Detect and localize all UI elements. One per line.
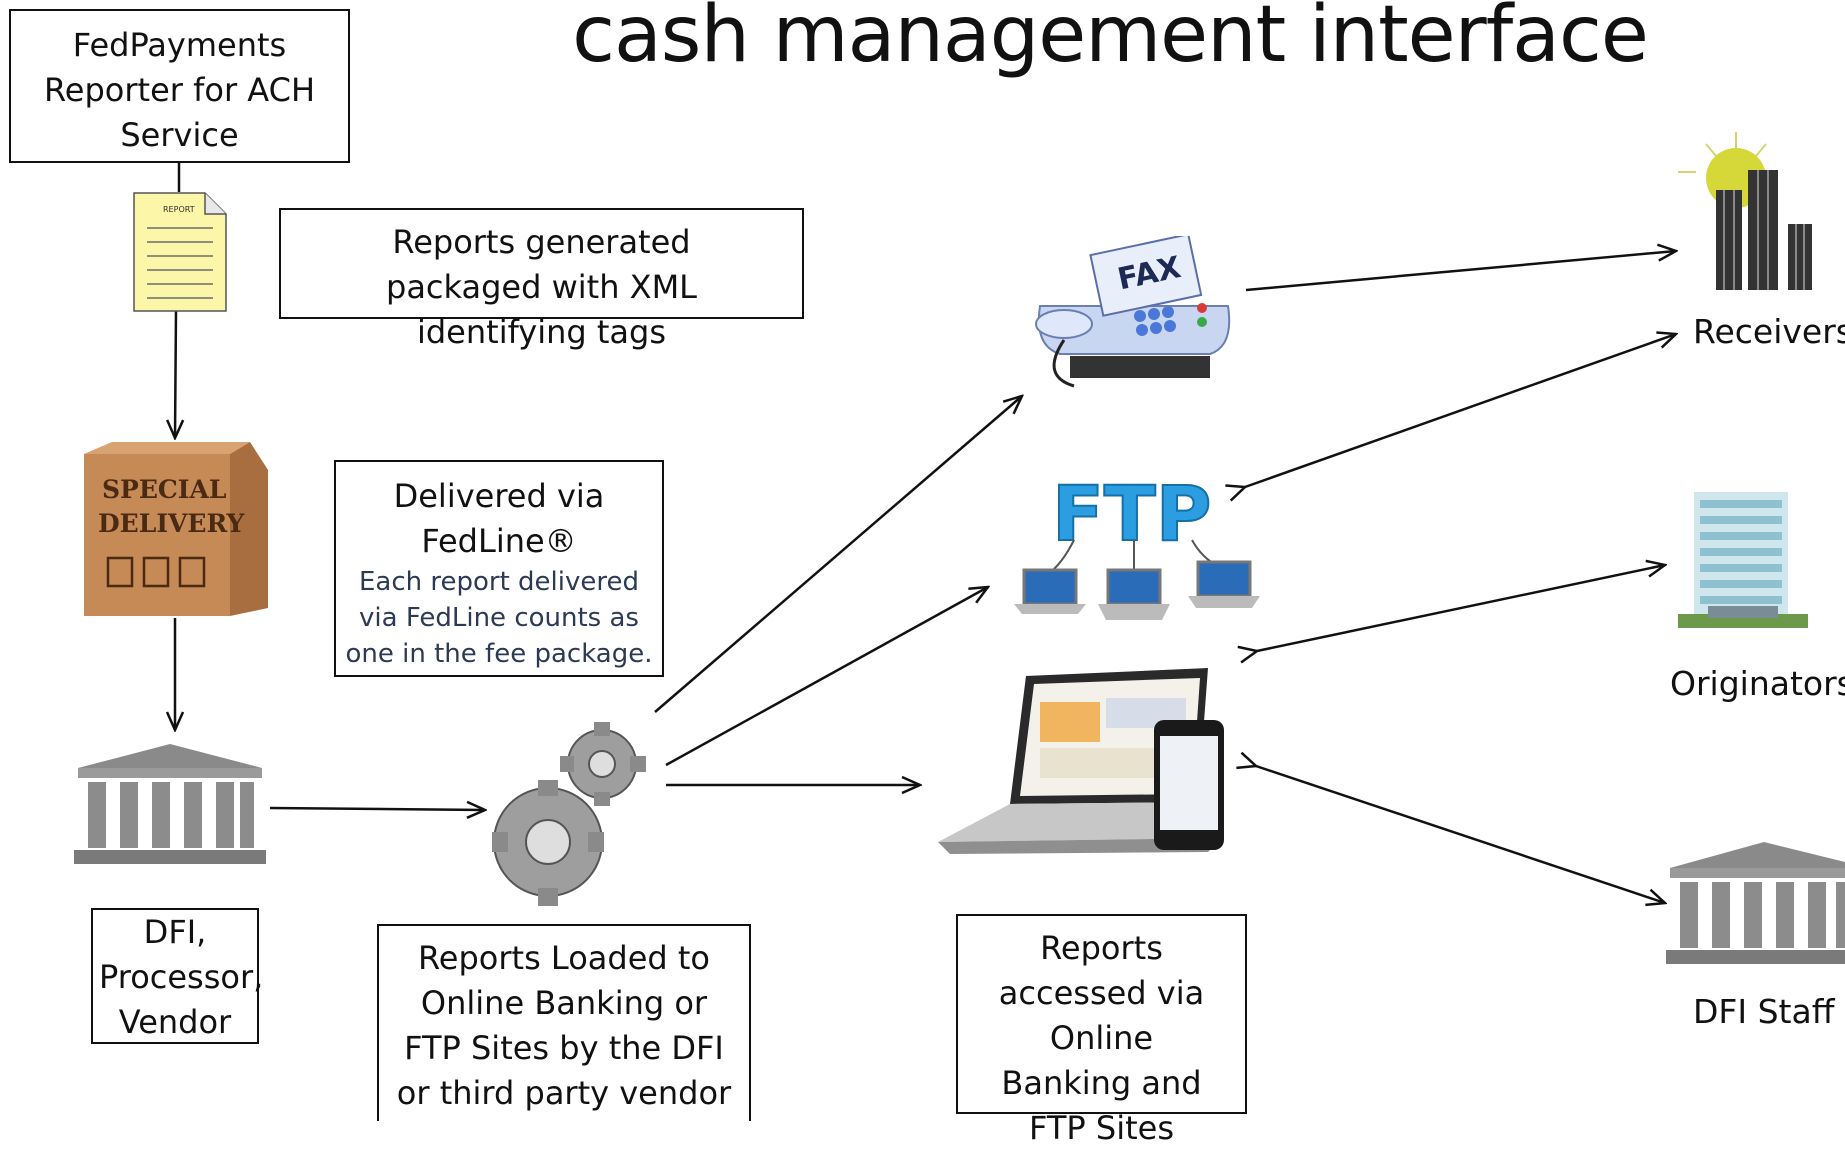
arrow-laptop-dfistaff: [1256, 766, 1665, 903]
originators-label: Originators: [1670, 664, 1845, 703]
laptop-phone-icon: [938, 668, 1224, 854]
ftp-laptops: [1014, 560, 1260, 620]
arrow-ftp-originators: [1257, 565, 1665, 651]
fedpayments-box: FedPayments Reporter for ACH Service: [9, 9, 350, 163]
connector-arrows: [0, 162, 1845, 1121]
receivers-label: Receivers: [1693, 312, 1845, 351]
arrow-fax-to-receivers: [1245, 251, 1676, 292]
box-text-delivery: DELIVERY: [98, 509, 245, 538]
dfi-staff-label: DFI Staff: [1693, 992, 1835, 1031]
gears-icon: [492, 722, 646, 906]
dfi-box: DFI, Processor, Vendor: [91, 908, 264, 1044]
loaded-text: Reports Loaded to Online Banking or FTP …: [396, 939, 732, 1112]
dfi-staff-bank-icon: [1666, 842, 1845, 964]
arrow-gears-to-ftp: [665, 587, 988, 767]
arrow-gears-to-fax: [654, 396, 1022, 713]
receivers-buildings-icon: [1678, 132, 1812, 290]
delivered-subtext: Each report delivered via FedLine counts…: [345, 567, 653, 669]
reports-generated-box: Reports generated packaged with XML iden…: [279, 208, 804, 351]
delivered-box: Delivered via FedLine® Each report deliv…: [334, 460, 664, 677]
report-document-icon: REPORT: [133, 192, 227, 312]
ftp-icon: FTP: [1014, 474, 1260, 620]
accessed-text: Reports accessed via Online Banking and …: [998, 929, 1205, 1147]
reports-generated-text: Reports generated packaged with XML iden…: [386, 223, 697, 351]
dfi-text: DFI, Processor, Vendor: [99, 913, 264, 1041]
arrow-ftp-receivers: [1245, 334, 1676, 487]
delivery-box-icon: SPECIAL DELIVERY: [84, 442, 268, 616]
page-title: cash management interface: [572, 0, 1649, 80]
fax-machine-icon: FAX: [1035, 236, 1231, 388]
fedpayments-text: FedPayments Reporter for ACH Service: [44, 26, 315, 154]
ftp-label: FTP: [1052, 474, 1211, 558]
delivered-title: Delivered via FedLine®: [393, 477, 605, 560]
bank-building-icon: [74, 744, 266, 864]
box-text-special: SPECIAL: [102, 475, 227, 504]
arrow-report-to-box: [175, 309, 176, 438]
accessed-box: Reports accessed via Online Banking and …: [956, 914, 1247, 1147]
report-doc-label: REPORT: [163, 205, 195, 214]
arrow-bank-to-gears: [269, 808, 485, 810]
originators-office-building-icon: [1678, 492, 1808, 628]
loaded-box: Reports Loaded to Online Banking or FTP …: [377, 924, 751, 1121]
